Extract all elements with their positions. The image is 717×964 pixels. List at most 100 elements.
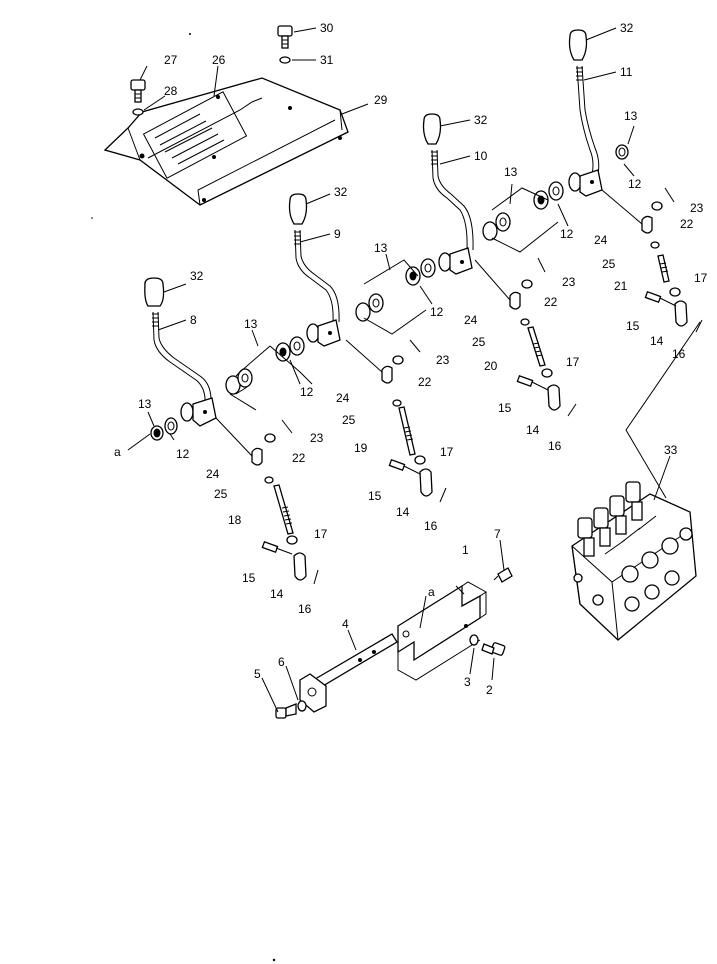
valve-ports [573,527,693,612]
callout-32c: 32 [474,113,488,127]
callout-32a: 32 [190,269,204,283]
callout-23c: 23 [562,275,576,289]
callout-13b: 13 [244,317,258,331]
callout-24d: 24 [594,233,608,247]
callout-labels: 1 2 3 4 5 6 7 8 9 10 11 12 12 12 12 12 1… [114,21,708,697]
callout-9: 9 [334,227,341,241]
callout-19: 19 [354,441,368,455]
part-7 [493,567,513,583]
linkage-lever-9 [345,339,447,503]
callout-14b: 14 [396,505,410,519]
washer-3 [469,634,479,646]
callout-22b: 22 [418,375,432,389]
callout-1: 1 [462,543,469,557]
callout-17a: 17 [314,527,328,541]
callout-5: 5 [254,667,261,681]
callout-32d: 32 [620,21,634,35]
callout-17c: 17 [566,355,580,369]
callout-16d: 16 [672,347,686,361]
callout-17d: 17 [694,271,708,285]
callout-29: 29 [374,93,388,107]
callout-2: 2 [486,683,493,697]
bushings-lever-10 [355,258,436,322]
callout-25d: 25 [602,257,616,271]
callout-22d: 22 [680,217,694,231]
callout-20: 20 [484,359,498,373]
valve-spools [577,481,643,557]
callout-13a: 13 [138,397,152,411]
bolt-30 [277,25,293,49]
bolt-5 [275,703,297,719]
knob-32-lever-8 [144,277,165,307]
callout-13d: 13 [504,165,518,179]
group-bracket-lever-11 [491,187,559,253]
callout-22a: 22 [292,451,306,465]
callout-18: 18 [228,513,242,527]
control-valve-33 [571,481,697,641]
callout-12b: 12 [300,385,314,399]
callout-23b: 23 [436,353,450,367]
callout-8: 8 [190,313,197,327]
callout-27: 27 [164,53,178,67]
bushings-lever-11 [482,144,629,241]
callout-15d: 15 [626,319,640,333]
group-bracket-lever-9 [229,345,313,411]
callout-12d: 12 [560,227,574,241]
callout-16c: 16 [548,439,562,453]
callout-13c: 13 [374,241,388,255]
linkage-lever-10 [474,257,577,417]
callout-3: 3 [464,675,471,689]
callout-28: 28 [164,84,178,98]
lever-10 [422,113,474,275]
callout-24a: 24 [206,467,220,481]
callout-22c: 22 [544,295,558,309]
callout-16a: 16 [298,602,312,616]
valve-connector-line [625,321,701,499]
callout-12a: 12 [176,447,190,461]
callout-a2: a [428,585,435,599]
callout-21: 21 [614,279,628,293]
group-bracket-lever-10 [363,259,427,335]
pipe-4 [299,633,398,713]
callout-17b: 17 [440,445,454,459]
callout-4: 4 [342,617,349,631]
callout-6: 6 [278,655,285,669]
bushings-lever-8 [150,417,178,441]
bolt-2 [481,642,506,656]
callout-32b: 32 [334,185,348,199]
callout-a1: a [114,445,121,459]
callout-23a: 23 [310,431,324,445]
callout-33: 33 [664,443,678,457]
callout-24c: 24 [464,313,478,327]
callout-31: 31 [320,53,334,67]
cover-vent-slots [142,91,248,179]
callout-10: 10 [474,149,488,163]
bolt-27 [130,79,146,103]
callout-7: 7 [494,527,501,541]
callout-26: 26 [212,53,226,67]
callout-13e: 13 [624,109,638,123]
bracket-1 [397,581,487,681]
washer-28 [132,108,144,116]
callout-25c: 25 [472,335,486,349]
cover-plate [103,77,349,206]
callout-23d: 23 [690,201,704,215]
callout-15b: 15 [368,489,382,503]
linkage-lever-11 [601,187,703,333]
leader-lines [127,27,671,713]
callout-11: 11 [620,65,633,79]
callout-12e: 12 [628,177,642,191]
callout-15a: 15 [242,571,256,585]
linkage-lever-8 [215,417,319,585]
lever-11 [568,29,603,197]
callout-15c: 15 [498,401,512,415]
callout-30: 30 [320,21,334,35]
callout-12c: 12 [430,305,444,319]
callout-14a: 14 [270,587,284,601]
washer-31 [279,56,291,64]
callout-14c: 14 [526,423,540,437]
washer-6 [297,700,307,712]
callout-16b: 16 [424,519,438,533]
lever-9 [288,193,341,347]
